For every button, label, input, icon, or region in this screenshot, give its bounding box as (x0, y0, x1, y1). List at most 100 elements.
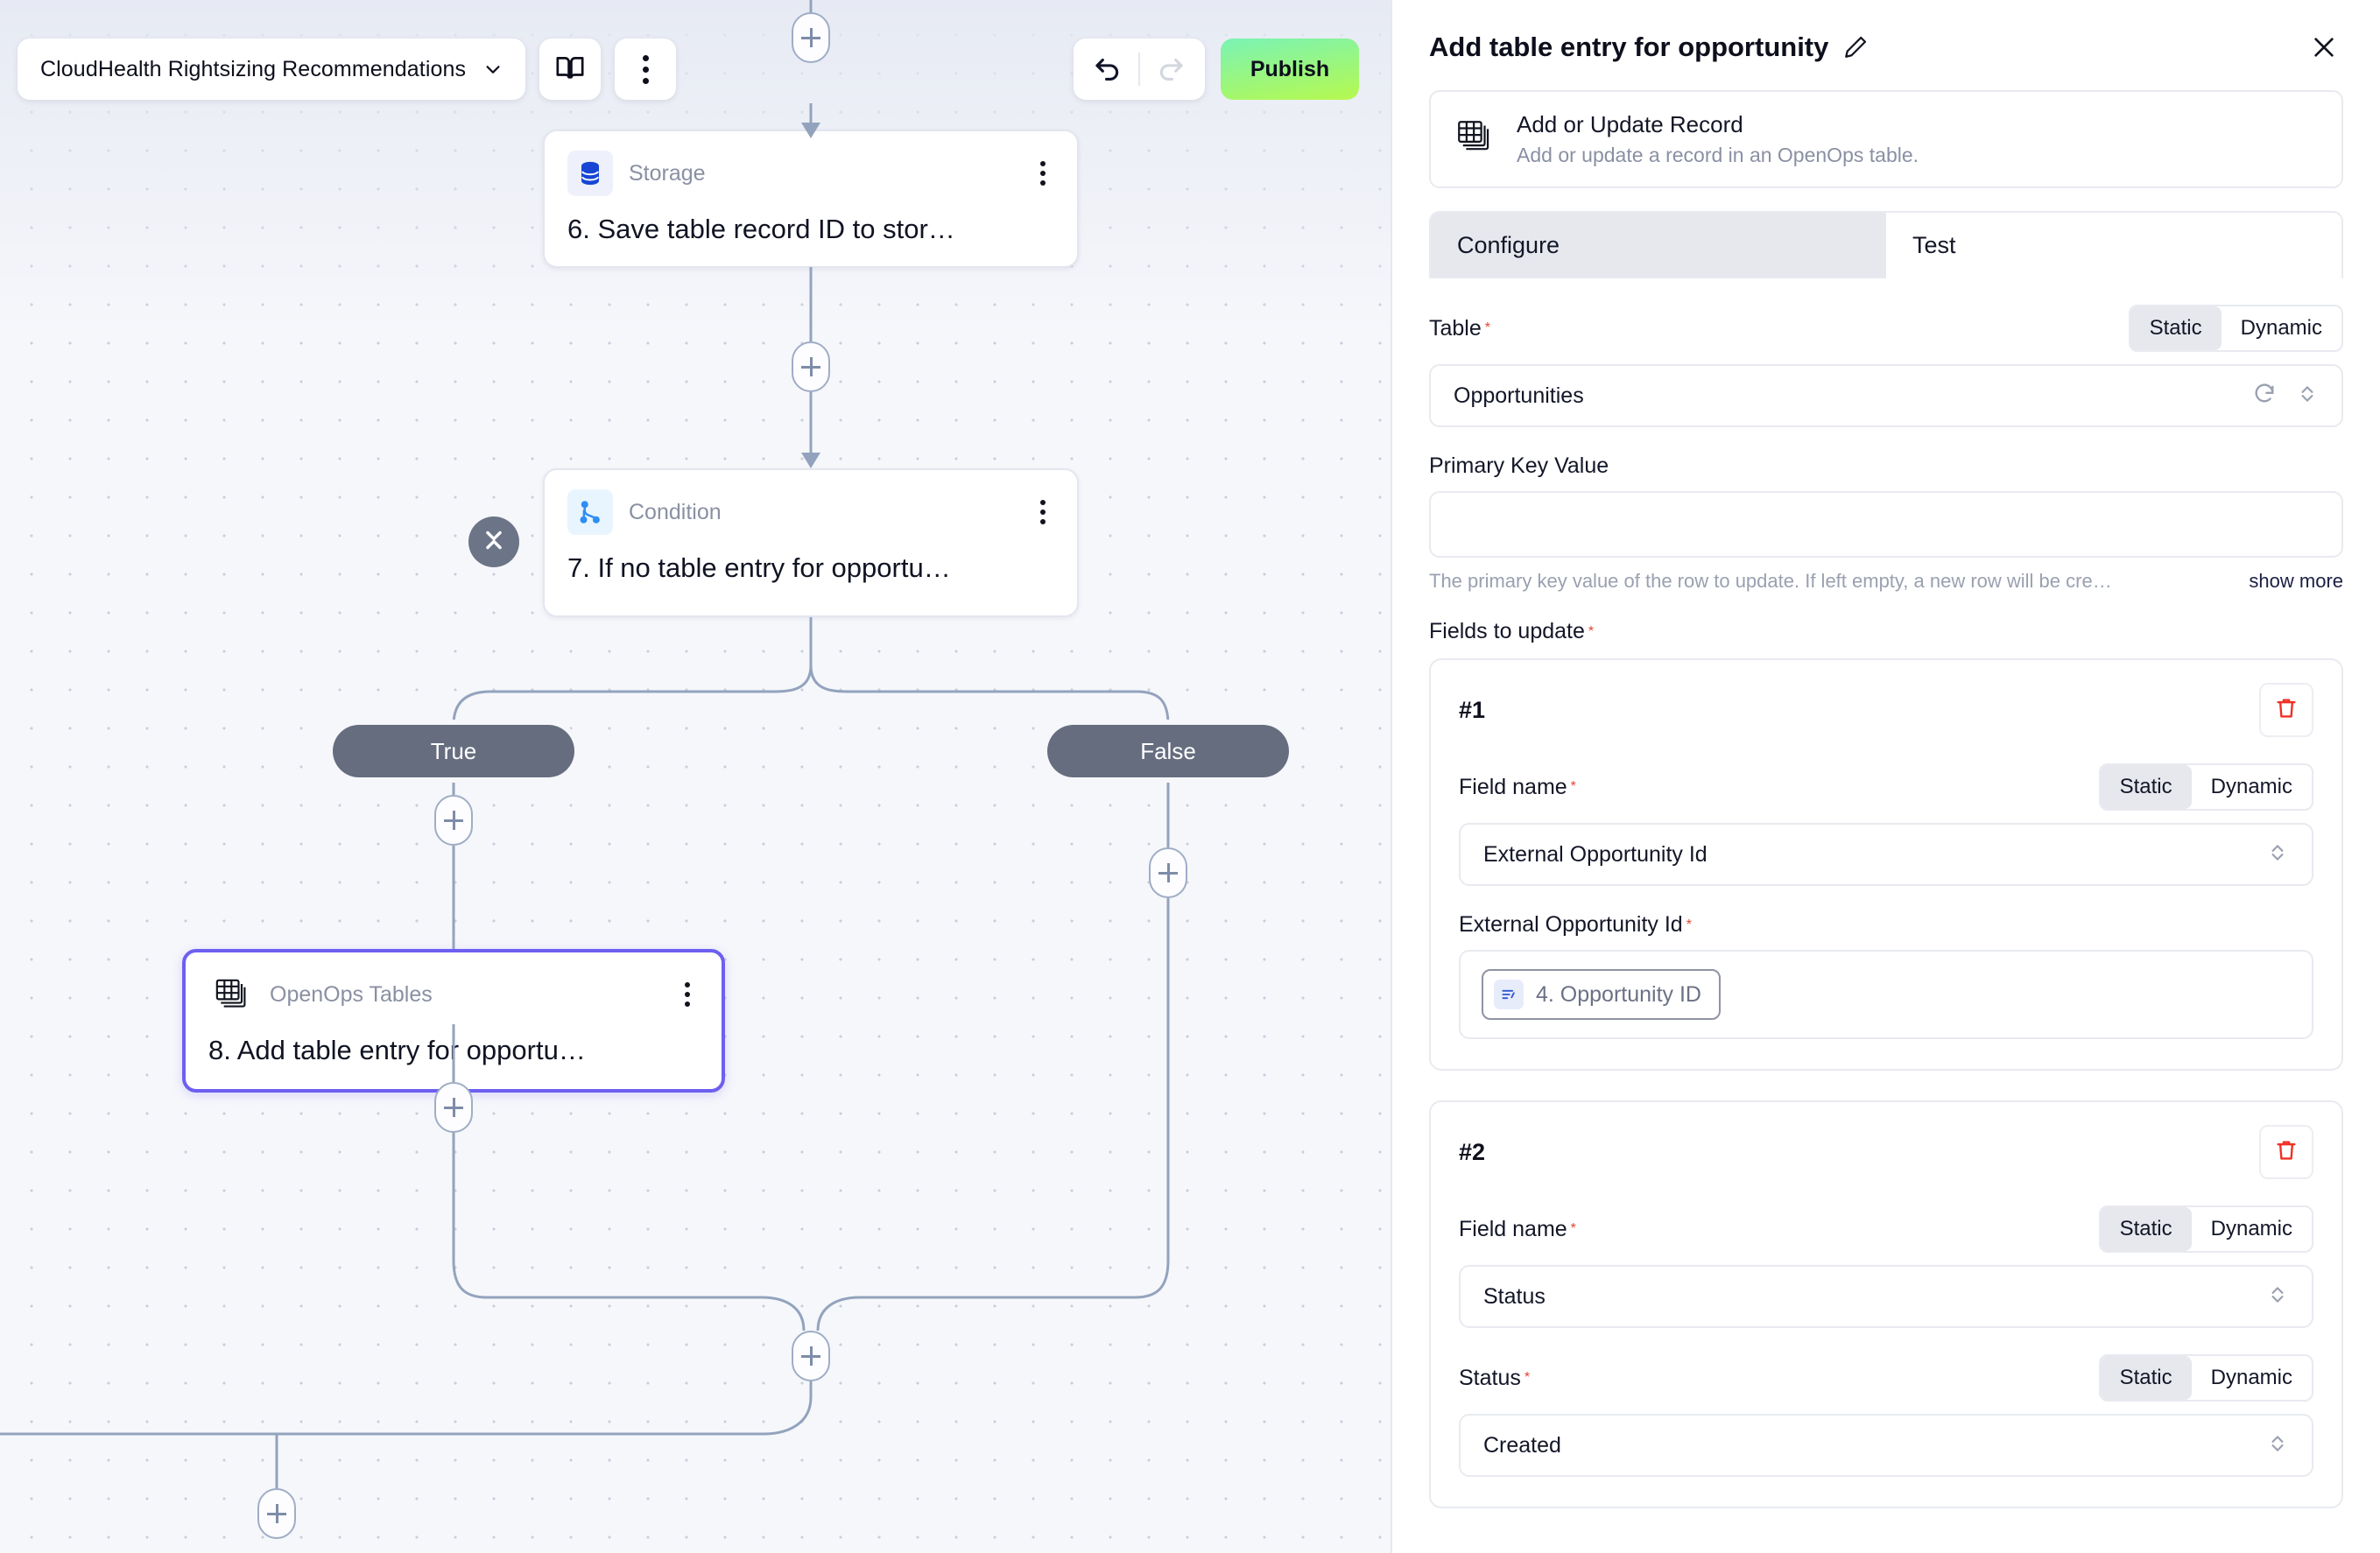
chevron-down-icon (483, 60, 503, 79)
delete-field-button[interactable] (2259, 1125, 2313, 1179)
field-name-mode-toggle: Static Dynamic (2098, 1205, 2313, 1253)
field-value-value: Created (1483, 1432, 1561, 1458)
collapse-branch-button[interactable] (468, 516, 519, 567)
node-title-label: 8. Add table entry for opportu… (208, 1035, 586, 1065)
flow-node-openops-tables[interactable]: OpenOps Tables 8. Add table entry for op… (182, 949, 725, 1093)
undo-icon[interactable] (1093, 53, 1123, 87)
variable-chip[interactable]: 4. Opportunity ID (1482, 969, 1721, 1020)
required-marker: * (1484, 320, 1490, 335)
primary-key-input[interactable] (1429, 491, 2343, 558)
database-icon (567, 151, 613, 196)
field-value-input[interactable]: 4. Opportunity ID (1459, 950, 2313, 1039)
field-value-mode-toggle: Static Dynamic (2098, 1354, 2313, 1402)
redo-icon[interactable] (1156, 53, 1186, 87)
chevron-updown-icon[interactable] (2266, 841, 2289, 868)
field-name-mode-static[interactable]: Static (2100, 1207, 2192, 1251)
required-marker: * (1570, 1221, 1576, 1236)
field-name-mode-dynamic[interactable]: Dynamic (2210, 775, 2292, 798)
branch-pill-true[interactable]: True (333, 725, 574, 777)
field-name-row: Field name * Static Dynamic (1459, 1205, 2313, 1253)
flow-node-condition[interactable]: Condition 7. If no table entry for oppor… (543, 468, 1079, 617)
add-step-handle-merge[interactable] (792, 1331, 830, 1381)
branch-pill-false[interactable]: False (1047, 725, 1289, 777)
panel-header: Add table entry for opportunity (1429, 32, 2343, 67)
field-value-row: External Opportunity Id * (1459, 912, 2313, 938)
add-step-handle-top[interactable] (792, 12, 830, 63)
tab-configure[interactable]: Configure (1431, 213, 1886, 278)
field-name-mode-dynamic[interactable]: Dynamic (2210, 1217, 2292, 1240)
variable-chip-label: 4. Opportunity ID (1536, 981, 1701, 1007)
table-select[interactable]: Opportunities (1429, 364, 2343, 427)
add-step-handle-false-branch[interactable] (1149, 847, 1187, 898)
step-settings-panel: Add table entry for opportunity (1391, 0, 2380, 1553)
node-header: Storage (567, 151, 1054, 196)
primary-key-row: Primary Key Value (1429, 453, 2343, 479)
field-value-mode-static[interactable]: Static (2100, 1356, 2192, 1400)
publish-button[interactable]: Publish (1221, 39, 1359, 100)
field-name-select[interactable]: External Opportunity Id (1459, 823, 2313, 886)
show-more-link[interactable]: show more (2249, 570, 2343, 592)
tab-test[interactable]: Test (1886, 213, 2341, 278)
add-step-handle-after-openops[interactable] (434, 1082, 473, 1133)
flow-more-options-button[interactable] (615, 39, 677, 100)
field-value-select[interactable]: Created (1459, 1414, 2313, 1477)
trash-icon (2273, 695, 2299, 726)
field-name-select[interactable]: Status (1459, 1265, 2313, 1328)
field-name-value: External Opportunity Id (1483, 841, 1708, 867)
field-name-mode-toggle: Static Dynamic (2098, 763, 2313, 811)
required-marker: * (1686, 917, 1692, 932)
delete-field-button[interactable] (2259, 683, 2313, 737)
flow-node-storage[interactable]: Storage 6. Save table record ID to stor… (543, 130, 1079, 268)
node-more-options-icon[interactable] (1032, 496, 1054, 528)
undo-redo-group (1074, 39, 1205, 100)
chevron-updown-icon[interactable] (2266, 1283, 2289, 1311)
field-value-mode-dynamic[interactable]: Dynamic (2210, 1366, 2292, 1389)
tables-icon (208, 972, 254, 1017)
primary-key-helper-text: The primary key value of the row to upda… (1429, 570, 2112, 592)
chevron-updown-icon[interactable] (2296, 383, 2319, 410)
field-value-label: Status (1459, 1365, 1521, 1390)
field-group-2: #2 Field name * Static Dynamic (1429, 1100, 2343, 1508)
field-name-row: Field name * Static Dynamic (1459, 763, 2313, 811)
variable-icon (1494, 980, 1524, 1009)
canvas-toolbar-right: Publish (1074, 39, 1359, 100)
table-field-label: Table (1429, 315, 1482, 341)
table-select-adornments (2252, 382, 2319, 411)
pencil-icon[interactable] (1842, 34, 1869, 65)
documentation-button[interactable] (539, 39, 602, 100)
field-group-number: #1 (1459, 696, 1486, 723)
refresh-icon[interactable] (2252, 382, 2277, 411)
table-select-value: Opportunities (1454, 383, 1584, 408)
required-marker: * (1570, 779, 1576, 794)
action-summary-card: Add or Update Record Add or update a rec… (1429, 90, 2343, 188)
table-mode-static[interactable]: Static (2130, 306, 2222, 350)
table-mode-dynamic[interactable]: Dynamic (2240, 316, 2322, 340)
required-marker: * (1524, 1370, 1531, 1385)
node-header: Condition (567, 489, 1054, 535)
node-more-options-icon[interactable] (676, 979, 699, 1010)
field-group-number: #2 (1459, 1138, 1486, 1165)
close-icon[interactable] (2305, 32, 2343, 67)
panel-tabs: Configure Test (1429, 211, 2343, 278)
node-title-label: 7. If no table entry for opportu… (567, 552, 951, 583)
field-group-header: #2 (1459, 1125, 2313, 1179)
fields-to-update-row: Fields to update * (1429, 619, 2343, 644)
flow-canvas[interactable]: CloudHealth Rightsizing Recommendations (0, 0, 1391, 1553)
add-step-handle-after-storage[interactable] (792, 341, 830, 392)
chevron-updown-icon[interactable] (2266, 1432, 2289, 1459)
add-step-handle-bottom-left[interactable] (257, 1488, 296, 1539)
action-name: Add or Update Record (1517, 111, 1743, 137)
more-vertical-icon (642, 54, 649, 84)
flow-name-selector[interactable]: CloudHealth Rightsizing Recommendations (18, 39, 526, 100)
add-step-handle-true-branch[interactable] (434, 795, 473, 846)
field-value-row: Status * Static Dynamic (1459, 1354, 2313, 1402)
table-mode-toggle: Static Dynamic (2128, 305, 2343, 352)
table-field-row: Table * Static Dynamic (1429, 305, 2343, 352)
fields-to-update-label: Fields to update (1429, 619, 1585, 643)
primary-key-helper: The primary key value of the row to upda… (1429, 570, 2343, 593)
trash-icon (2273, 1137, 2299, 1168)
field-name-mode-static[interactable]: Static (2100, 765, 2192, 809)
node-more-options-icon[interactable] (1032, 158, 1054, 189)
field-name-label: Field name (1459, 1216, 1567, 1241)
